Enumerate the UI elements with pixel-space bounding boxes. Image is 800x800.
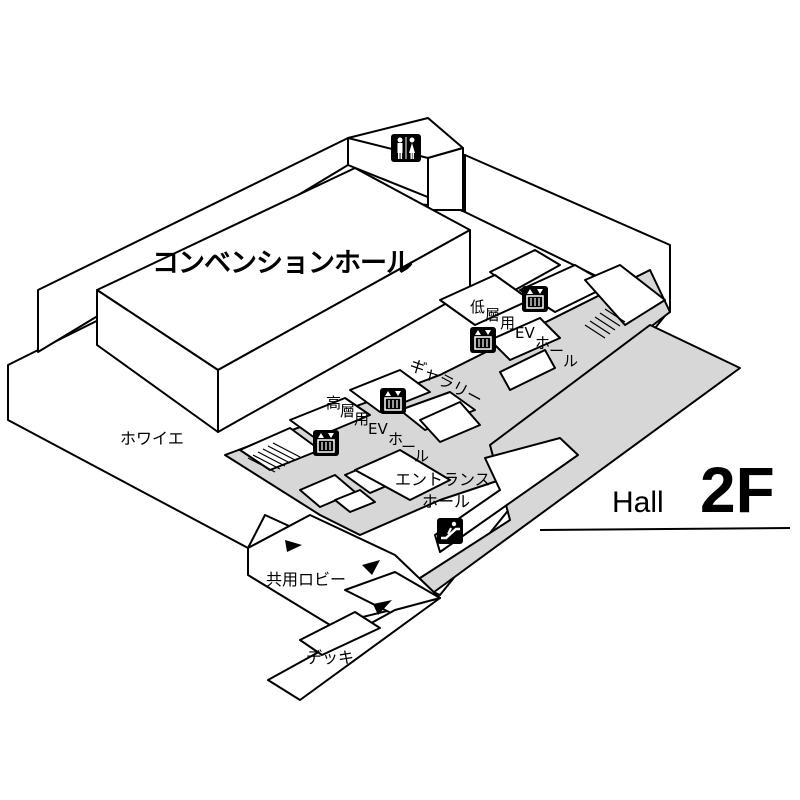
escalator-icon: [437, 518, 463, 544]
svg-text:ー: ー: [549, 342, 564, 360]
arrow-icon: [362, 560, 380, 575]
svg-text:低: 低: [470, 298, 485, 316]
svg-text:層: 層: [485, 306, 500, 324]
restroom-icon: [391, 134, 421, 162]
deck-label: デッキ: [306, 648, 354, 667]
foyer-label: ホワイエ: [120, 429, 184, 448]
shared-lobby-label: 共用ロビー: [266, 570, 346, 589]
high-ev-hall-label: 高 層 用 EV ホ ー ル: [326, 394, 429, 465]
svg-text:ホ: ホ: [388, 430, 403, 448]
svg-text:EV: EV: [515, 324, 535, 342]
svg-text:ー: ー: [401, 438, 416, 456]
svg-text:層: 層: [340, 402, 355, 420]
svg-text:高: 高: [326, 394, 341, 412]
svg-text:EV: EV: [368, 420, 388, 438]
low-ev-hall-label: 低 層 用 EV ホ ー ル: [470, 298, 578, 370]
deck-area: [267, 597, 441, 701]
elevator-icon: [470, 327, 496, 353]
stairs-lower: [247, 442, 301, 473]
svg-text:用: 用: [500, 314, 515, 332]
convention-hall-label: コンベンションホール: [152, 248, 413, 279]
convention-hall-box: [96, 167, 471, 433]
arrow-icon: [285, 540, 302, 552]
entrance-corridor: [434, 437, 791, 553]
entrance-hall-label-line1: エントランス: [395, 470, 491, 489]
svg-text:ホ: ホ: [535, 334, 550, 352]
svg-text:ル: ル: [563, 352, 578, 370]
elevator-icon: [313, 430, 339, 456]
stairs-upper: [584, 308, 626, 339]
elevator-icon: [522, 286, 548, 312]
svg-text:ル: ル: [414, 447, 429, 465]
hall-label: Hall: [612, 486, 664, 519]
floor-label: 2F: [700, 454, 775, 526]
entrance-hall-label-line2: ホール: [422, 492, 470, 511]
arrow-icon: [373, 600, 392, 615]
elevator-icon: [380, 388, 406, 414]
svg-text:用: 用: [354, 410, 369, 428]
